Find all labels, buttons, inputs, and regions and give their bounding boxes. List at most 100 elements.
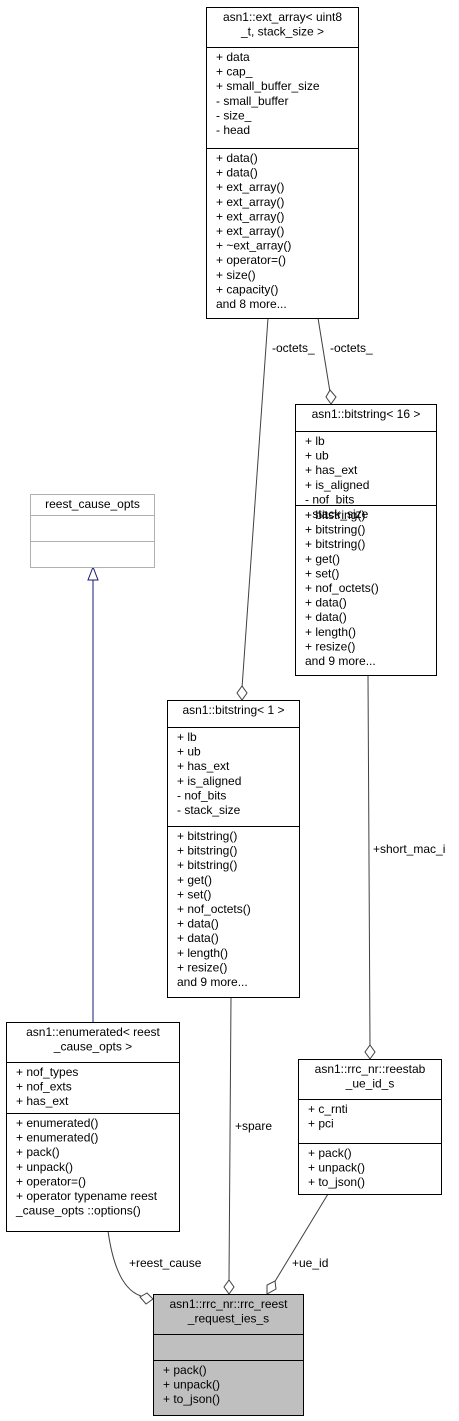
edge-label-ue-id: +ue_id <box>292 1256 328 1270</box>
class-method: + get() <box>177 873 212 887</box>
class-attribute: + has_ext <box>305 463 358 477</box>
class-attribute: + nof_types <box>16 1065 78 1079</box>
class-frame <box>295 404 437 676</box>
class-method: + data() <box>177 917 219 931</box>
class-method: + data() <box>216 151 258 165</box>
class-attribute: + is_aligned <box>177 774 241 788</box>
class-method: + data() <box>305 610 347 624</box>
class-attribute: + small_buffer_size <box>216 79 320 93</box>
class-title: asn1::bitstring< 16 > <box>312 407 421 421</box>
class-method: + pack() <box>16 1145 60 1159</box>
class-method: + ext_array() <box>216 224 284 238</box>
class-box-rrc-reest-request: asn1::rrc_nr::rrc_reest_request_ies_s+ p… <box>153 1294 304 1416</box>
classes: asn1::ext_array< uint8_t, stack_size >+ … <box>6 7 442 1416</box>
class-frame <box>167 700 300 998</box>
edge-ue-id <box>273 1193 329 1284</box>
class-method: + data() <box>216 166 258 180</box>
class-attribute: + c_rnti <box>308 1102 348 1116</box>
class-frame <box>6 1022 180 1232</box>
class-method: _cause_opts ::options() <box>15 1204 141 1218</box>
class-attribute: - nof_bits <box>305 492 354 506</box>
class-method: + size() <box>216 268 256 282</box>
edge-short-mac-i <box>367 674 371 1047</box>
class-box-enumerated: asn1::enumerated< reest_cause_opts >+ no… <box>6 1022 180 1232</box>
edge-label-octets-right: -octets_ <box>330 341 373 355</box>
edge-label-spare: +spare <box>235 1119 272 1133</box>
class-method: + set() <box>177 887 211 901</box>
class-attribute: + has_ext <box>177 759 230 773</box>
class-frame <box>30 494 155 568</box>
class-title: asn1::rrc_nr::reestab <box>315 1062 426 1076</box>
class-method: + nof_octets() <box>305 581 379 595</box>
class-attribute: - small_buffer <box>216 94 288 108</box>
class-method: + length() <box>305 625 356 639</box>
class-method: + to_json() <box>163 1392 220 1406</box>
class-box-reestab-ue-id: asn1::rrc_nr::reestab_ue_id_s+ c_rnti+ p… <box>298 1059 442 1195</box>
class-method: + nof_octets() <box>177 902 251 916</box>
class-method: + bitstring() <box>177 829 237 843</box>
class-method: + ext_array() <box>216 195 284 209</box>
class-box-reest-cause-opts: reest_cause_opts <box>30 494 155 568</box>
class-method: + length() <box>177 946 228 960</box>
class-method: + unpack() <box>16 1160 73 1174</box>
class-method: + bitstring() <box>177 844 237 858</box>
class-method: + pack() <box>308 1146 352 1160</box>
class-title: _t, stack_size > <box>240 25 324 39</box>
class-title: _ue_id_s <box>345 1077 395 1091</box>
class-title: asn1::bitstring< 1 > <box>182 703 284 717</box>
class-method: and 9 more... <box>305 654 376 668</box>
class-title: reest_cause_opts <box>45 497 140 511</box>
class-method: + enumerated() <box>16 1131 98 1145</box>
class-attribute: + has_ext <box>16 1094 69 1108</box>
class-method: + bitstring() <box>305 523 365 537</box>
class-method: + unpack() <box>163 1378 220 1392</box>
edge-spare <box>228 996 232 1282</box>
class-attribute: + ub <box>177 745 201 759</box>
class-method: + data() <box>177 931 219 945</box>
class-title: asn1::enumerated< reest <box>26 1025 160 1039</box>
edge-octets-bitstring16 <box>317 317 331 393</box>
edge-reest-cause <box>107 1230 142 1297</box>
class-attribute: + is_aligned <box>305 478 369 492</box>
class-frame <box>298 1059 442 1195</box>
class-method: + capacity() <box>216 282 278 296</box>
class-box-bitstring16: asn1::bitstring< 16 >+ lb+ ub+ has_ext+ … <box>295 404 437 676</box>
aggregation-diamond-reestab <box>364 1044 376 1060</box>
class-method: + ext_array() <box>216 180 284 194</box>
inheritance-triangle <box>87 565 99 581</box>
aggregation-diamond-reest-cause <box>139 1292 154 1305</box>
edges: -octets_ -octets_ +short_mac_i +spare +r… <box>87 317 445 1305</box>
class-method: + ~ext_array() <box>216 239 291 253</box>
class-method: and 8 more... <box>216 297 287 311</box>
class-method: + enumerated() <box>16 1116 98 1130</box>
class-attribute: - size_ <box>216 108 252 122</box>
class-method: + data() <box>305 596 347 610</box>
aggregation-diamond-bitstring1 <box>236 685 248 701</box>
class-method: + to_json() <box>308 1175 365 1189</box>
class-title: _request_ies_s <box>187 1312 269 1326</box>
class-method: + get() <box>305 552 340 566</box>
class-attribute: + nof_exts <box>16 1080 72 1094</box>
class-frame <box>153 1294 304 1416</box>
edge-label-reest-cause: +reest_cause <box>129 1256 202 1270</box>
class-box-ext-array: asn1::ext_array< uint8_t, stack_size >+ … <box>206 7 359 319</box>
class-method: + bitstring() <box>177 858 237 872</box>
class-method: + set() <box>305 566 339 580</box>
class-attribute: + pci <box>308 1117 334 1131</box>
aggregation-diamond-spare <box>223 1279 235 1295</box>
class-attribute: - nof_bits <box>177 788 226 802</box>
class-attribute: + data <box>216 50 250 64</box>
class-attribute: + lb <box>177 730 197 744</box>
class-attribute: + cap_ <box>216 65 253 79</box>
class-frame <box>206 7 359 319</box>
edge-label-octets-left: -octets_ <box>272 341 315 355</box>
class-attribute: - head <box>216 123 250 137</box>
class-method: + resize() <box>305 639 355 653</box>
class-method: + ext_array() <box>216 209 284 223</box>
class-method: + bitstring() <box>305 508 365 522</box>
aggregation-diamond-ue-id <box>266 1280 277 1295</box>
class-box-bitstring1: asn1::bitstring< 1 >+ lb+ ub+ has_ext+ i… <box>167 700 300 998</box>
class-attribute: - stack_size <box>305 507 369 521</box>
class-method: + unpack() <box>308 1161 365 1175</box>
